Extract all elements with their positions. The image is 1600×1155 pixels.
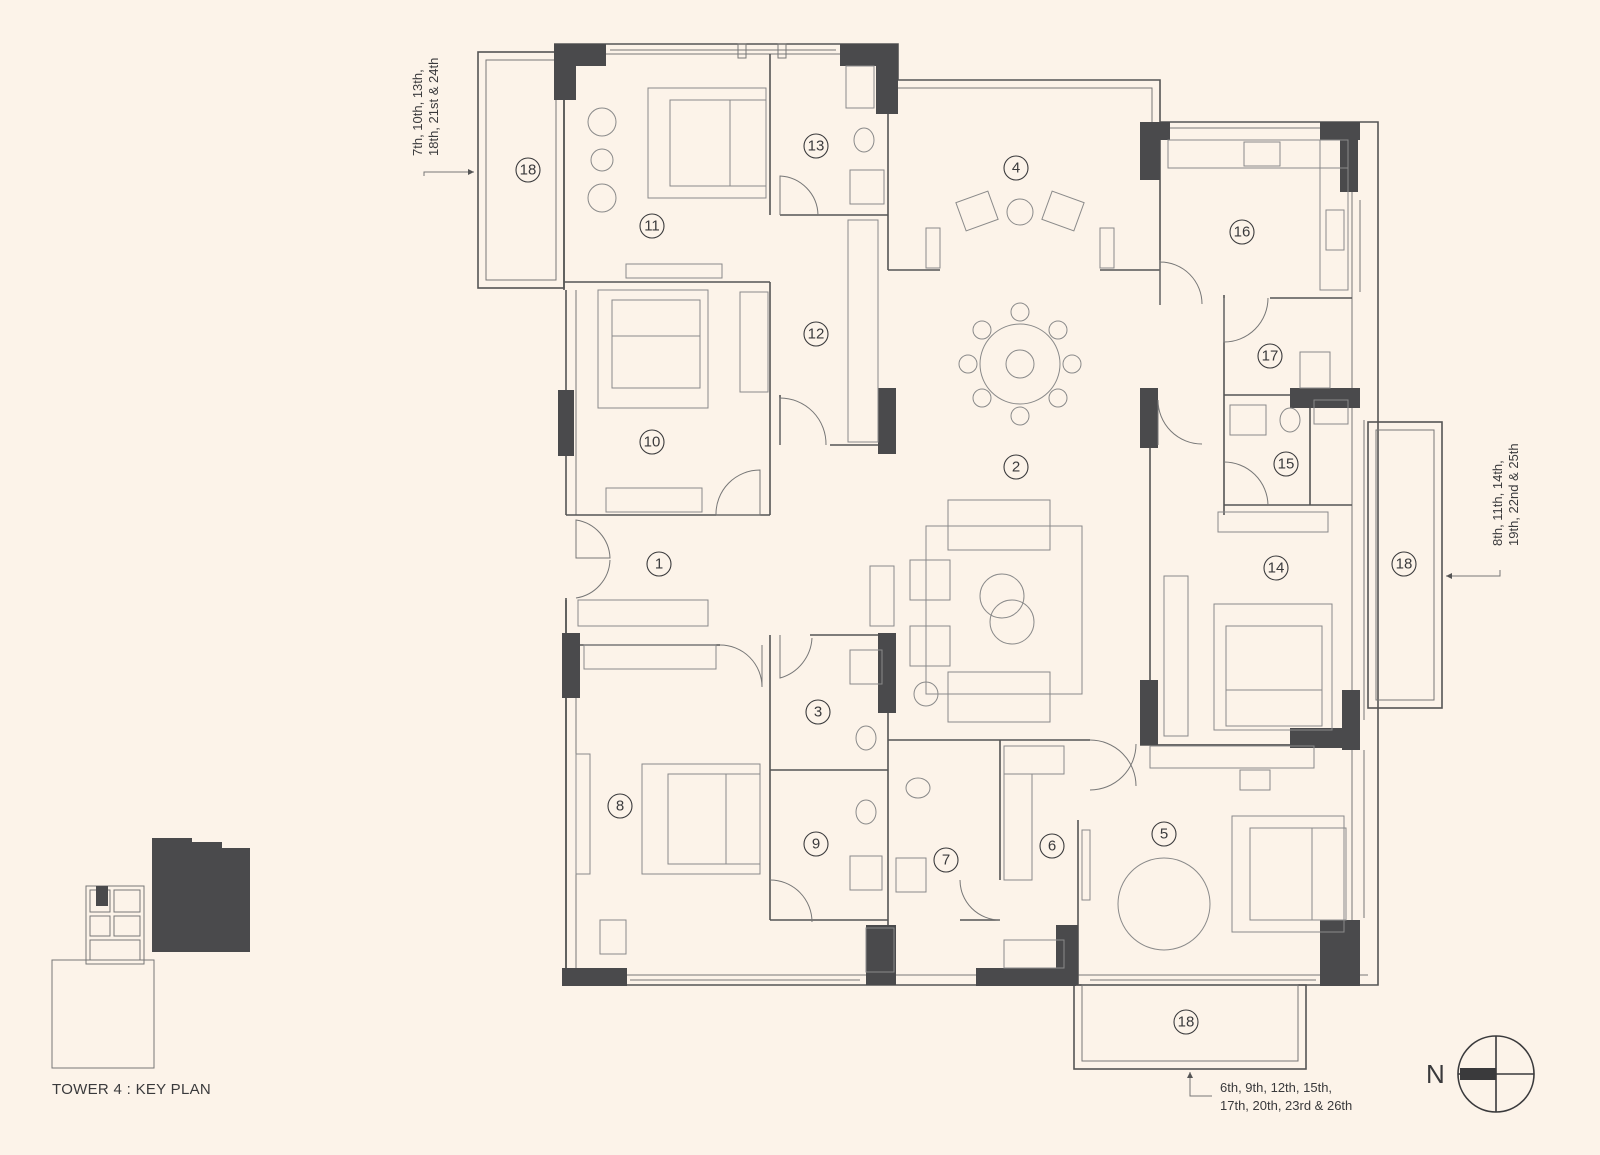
room-marker-13: 13 [803,133,829,159]
svg-text:5: 5 [1160,826,1168,843]
tower-4-block [152,838,250,952]
svg-text:11: 11 [644,218,660,235]
room-marker-10: 10 [639,429,665,455]
floor-note-bottom: 6th, 9th, 12th, 15th, 17th, 20th, 23rd &… [1187,1072,1352,1113]
room-marker-11: 11 [639,213,665,239]
svg-text:19th, 22nd & 25th: 19th, 22nd & 25th [1506,443,1521,546]
room-markers: 1 2 3 4 5 6 7 8 9 10 11 12 13 14 15 16 1… [515,133,1417,1035]
room-marker-18-bottom: 18 [1173,1009,1199,1035]
svg-text:12: 12 [808,326,825,343]
windows [610,43,1365,981]
svg-text:10: 10 [644,434,661,451]
svg-text:1: 1 [655,556,663,573]
room-marker-14: 14 [1263,555,1289,581]
svg-text:6th, 9th, 12th, 15th,: 6th, 9th, 12th, 15th, [1220,1080,1332,1095]
outer-walls [477,43,1443,1070]
room-marker-16: 16 [1229,219,1255,245]
svg-text:2: 2 [1012,459,1020,476]
room-marker-15: 15 [1273,451,1299,477]
room-marker-3: 3 [805,699,831,725]
svg-text:17: 17 [1262,348,1279,365]
svg-text:6: 6 [1048,838,1056,855]
svg-text:14: 14 [1268,560,1285,577]
svg-text:18: 18 [520,162,537,179]
room-marker-7: 7 [933,847,959,873]
svg-text:15: 15 [1278,456,1295,473]
room-marker-9: 9 [803,831,829,857]
room-marker-12: 12 [803,321,829,347]
svg-text:8: 8 [616,798,624,815]
svg-text:7th, 10th, 13th,: 7th, 10th, 13th, [410,69,425,156]
room-marker-8: 8 [607,793,633,819]
north-letter: N [1426,1059,1445,1089]
floor-note-right: 8th, 11th, 14th, 19th, 22nd & 25th [1446,443,1521,579]
room-marker-18-right: 18 [1391,551,1417,577]
room-marker-5: 5 [1151,821,1177,847]
svg-text:13: 13 [808,138,825,155]
room-marker-18-left: 18 [515,157,541,183]
svg-text:16: 16 [1234,224,1251,241]
svg-text:9: 9 [812,836,820,853]
interior-walls [564,54,1360,985]
svg-text:7: 7 [942,852,950,869]
floor-note-left: 7th, 10th, 13th, 18th, 21st & 24th [410,58,474,176]
doors [575,175,1269,923]
svg-text:3: 3 [814,704,822,721]
svg-text:17th, 20th, 23rd & 26th: 17th, 20th, 23rd & 26th [1220,1098,1352,1113]
north-arrow-icon [1460,1068,1496,1080]
svg-text:4: 4 [1012,160,1020,177]
room-marker-17: 17 [1257,343,1283,369]
key-plan: TOWER 4 : KEY PLAN [51,838,250,1098]
svg-text:8th, 11th, 14th,: 8th, 11th, 14th, [1490,460,1505,546]
room-marker-2: 2 [1003,454,1029,480]
svg-text:18: 18 [1178,1014,1195,1031]
key-plan-title: TOWER 4 : KEY PLAN [52,1081,211,1098]
room-marker-4: 4 [1003,155,1029,181]
svg-text:18th, 21st & 24th: 18th, 21st & 24th [426,58,441,156]
structural-columns [554,44,1360,986]
furniture [575,65,1349,973]
north-compass: N [1426,1035,1535,1113]
svg-text:18: 18 [1396,556,1413,573]
room-marker-1: 1 [646,551,672,577]
room-marker-6: 6 [1039,833,1065,859]
